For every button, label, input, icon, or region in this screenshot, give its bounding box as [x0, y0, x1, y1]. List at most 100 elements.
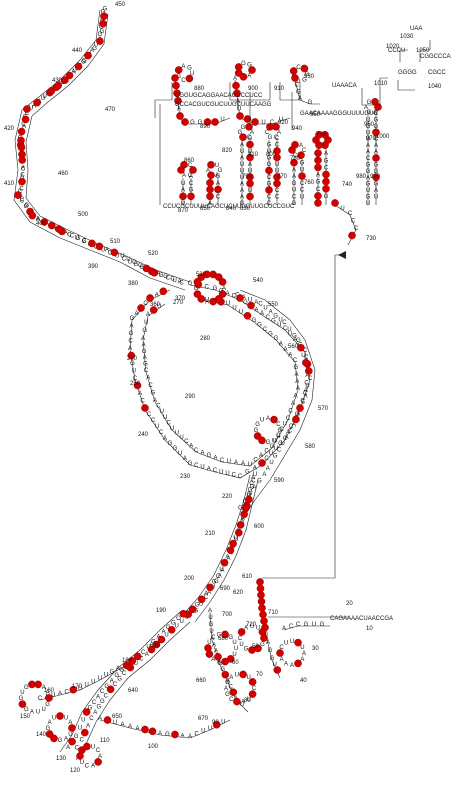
nucleotide: U [219, 470, 223, 476]
backbone-segment [39, 663, 135, 701]
nucleotide: A [295, 379, 299, 385]
nucleotide: A [316, 173, 320, 179]
nucleotide: C [96, 748, 101, 754]
modified-nucleotide-marker [95, 242, 104, 251]
position-label: 620 [233, 590, 244, 596]
nucleotide: A [240, 156, 244, 162]
nucleotide: U [240, 162, 244, 168]
modified-nucleotide-marker [302, 358, 310, 367]
nucleotide: G [267, 143, 272, 149]
nucleotide: U [263, 306, 267, 312]
nucleotide: U [253, 472, 257, 478]
modified-nucleotide-marker [96, 37, 104, 45]
nucleotide-letters: GGGCGAACUUGCCCCAACCGAGUCUCAUUGGAGCAGACGA… [18, 7, 379, 770]
nucleotide: A [207, 590, 211, 596]
nucleotide: U [199, 602, 203, 608]
nucleotide: G [188, 461, 193, 467]
modified-nucleotide-marker [243, 311, 252, 320]
modified-nucleotide-marker [40, 218, 49, 226]
nucleotide: U [226, 301, 230, 307]
modified-nucleotide-marker [206, 185, 214, 194]
modified-nucleotide-marker [298, 172, 306, 180]
nucleotide: A [157, 272, 161, 278]
nucleotide: C [82, 238, 87, 244]
modified-nucleotide-marker [68, 724, 76, 732]
modified-nucleotide-marker [174, 97, 182, 105]
modified-nucleotide-marker [137, 304, 145, 312]
nucleotide: G [129, 331, 134, 337]
top-right-link-a [399, 49, 408, 62]
nucleotide: U [283, 422, 287, 428]
nucleotide: U [305, 384, 309, 390]
modified-nucleotide-marker [110, 248, 119, 257]
nucleotide: A [266, 466, 270, 472]
modified-nucleotide-marker [146, 294, 154, 302]
nucleotide: C [229, 697, 234, 703]
nucleotide: G [270, 656, 275, 662]
nucleotide: A [373, 110, 377, 116]
nucleotide: C [247, 135, 252, 141]
nucleotide: C [300, 188, 305, 194]
nucleotide: A [236, 99, 240, 105]
nucleotide: U [232, 640, 236, 646]
nucleotide: U [120, 254, 124, 260]
position-label: 840 [226, 206, 237, 212]
nucleotide: C [324, 165, 329, 171]
nucleotide: U [248, 188, 252, 194]
position-label: 10 [366, 626, 373, 632]
nucleotide: C [194, 463, 199, 469]
position-label: 590 [274, 478, 285, 484]
modified-nucleotide-marker [256, 578, 264, 586]
modified-nucleotide-marker [147, 645, 156, 654]
nucleotide: G [244, 646, 249, 652]
modified-nucleotide-marker [259, 610, 267, 619]
nucleotide: A [20, 174, 24, 180]
nucleotide: U [91, 679, 95, 685]
nucleotide: U [43, 94, 47, 100]
nucleotide: U [232, 652, 236, 658]
nucleotide: U [181, 201, 185, 207]
modified-nucleotide-marker [99, 19, 107, 28]
nucleotide: U [164, 633, 168, 639]
nucleotide: A [116, 666, 120, 672]
modified-nucleotide-marker [270, 415, 278, 424]
nucleotide: U [78, 725, 82, 731]
modified-nucleotide-marker [65, 71, 74, 80]
nucleotide: C [211, 635, 216, 641]
modified-nucleotide-marker [248, 66, 256, 74]
nucleotide: G [366, 169, 371, 175]
nucleotide: C [232, 294, 237, 300]
position-label: 280 [200, 336, 211, 342]
nucleotide: G [119, 667, 124, 673]
nucleotide: A [183, 456, 187, 462]
nucleotide: C [267, 201, 272, 207]
modified-nucleotide-marker [17, 127, 26, 136]
nucleotide: A [233, 76, 237, 82]
nucleotide: A [214, 649, 218, 655]
nucleotide: C [243, 499, 248, 505]
nucleotide: C [156, 404, 161, 410]
nucleotide: G [267, 156, 272, 162]
nucleotide: G [292, 181, 297, 187]
nucleotide: A [217, 660, 221, 666]
nucleotide: G [257, 479, 262, 485]
nucleotide: C [166, 276, 171, 282]
nucleotide: A [303, 393, 307, 399]
nucleotide: A [290, 663, 294, 669]
nucleotide: C [92, 700, 97, 706]
nucleotide: G [214, 579, 219, 585]
modified-nucleotide-marker [314, 192, 322, 200]
nucleotide: G [238, 130, 243, 136]
nucleotide: A [283, 347, 287, 353]
position-label: 380 [128, 281, 139, 287]
modified-nucleotide-marker [251, 118, 259, 126]
nucleotide: G [138, 263, 143, 269]
modified-nucleotide-marker [234, 528, 243, 537]
position-label: 690 [220, 586, 231, 592]
nucleotide: G [82, 239, 87, 245]
modified-nucleotide-marker [247, 301, 255, 310]
nucleotide: C [89, 716, 94, 722]
modified-nucleotide-marker [82, 708, 91, 716]
nucleotide: U [281, 441, 285, 447]
